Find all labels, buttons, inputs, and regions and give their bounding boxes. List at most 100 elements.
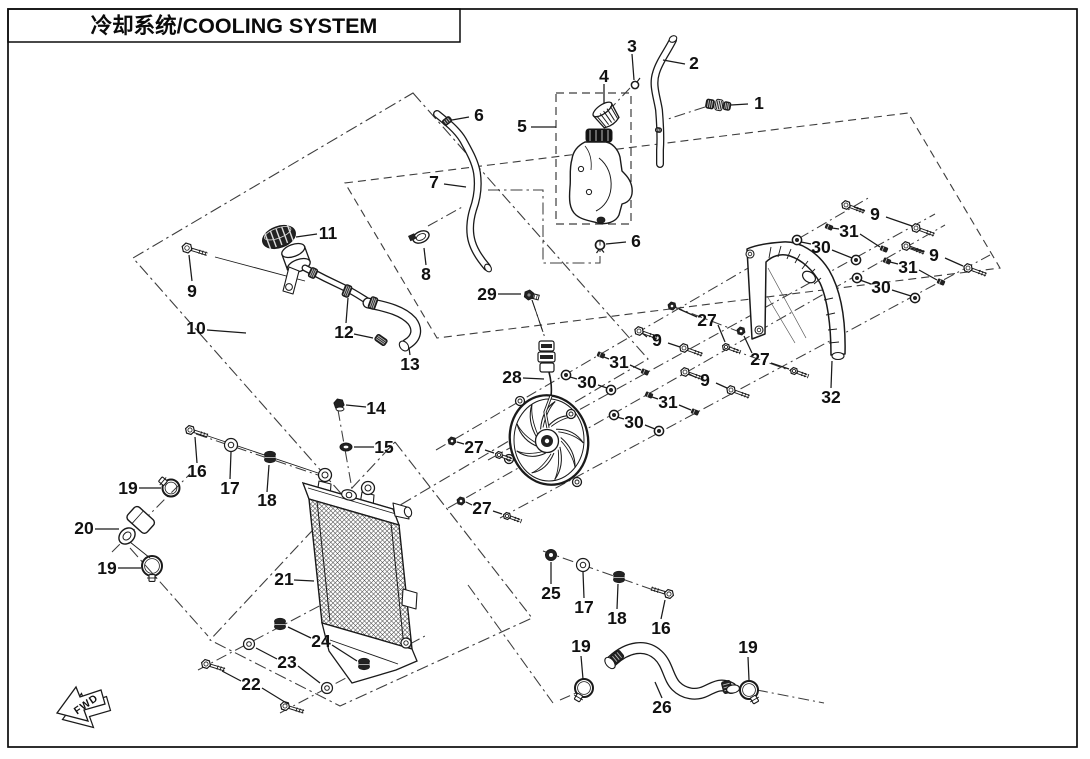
svg-text:17: 17 [574,597,593,617]
callout-12: 12 [334,297,374,342]
callout-18: 18 [607,583,627,628]
callout-19: 19 [571,636,591,680]
callout-18: 18 [257,464,277,510]
svg-text:18: 18 [257,490,277,510]
clamp-8-drawing [408,230,430,244]
svg-text:9: 9 [652,330,662,350]
page-title: 冷却系统/COOLING SYSTEM [91,13,378,38]
callout-1: 1 [730,93,764,113]
callout-17: 17 [220,451,240,498]
callout-23: 23 [255,647,321,684]
svg-text:31: 31 [898,257,918,277]
thermostat-hose-drawing [362,296,422,352]
reservoir-tank-drawing [568,128,633,225]
callout-28: 28 [502,367,545,387]
callout-2: 2 [662,53,699,73]
washer-15-drawing [339,442,353,452]
callout-9: 9 [641,330,681,350]
callout-10: 10 [186,318,247,338]
right-mount-fasteners [545,549,675,600]
fwd-arrow-shape [55,685,106,722]
svg-text:25: 25 [541,583,561,603]
svg-text:27: 27 [750,349,769,369]
svg-text:19: 19 [97,558,117,578]
svg-text:31: 31 [658,392,678,412]
fan-connector-drawing [537,340,556,429]
callout-16: 16 [187,436,207,481]
radiator-drawing [301,467,418,684]
callout-27: 27 [743,335,790,370]
callout-9: 9 [187,254,197,301]
svg-text:18: 18 [607,608,627,628]
svg-text:6: 6 [474,105,484,125]
svg-text:17: 17 [220,478,239,498]
callout-16: 16 [651,599,671,638]
reservoir-hose-drawing [433,110,492,273]
callout-9: 9 [688,370,728,390]
svg-text:19: 19 [738,637,758,657]
svg-text:31: 31 [839,221,859,241]
filler-neck-drawing [281,242,373,306]
svg-text:29: 29 [477,284,497,304]
callout-6: 6 [605,231,641,251]
callout-25: 25 [541,562,561,603]
callout-8: 8 [421,247,431,284]
svg-text:27: 27 [464,437,483,457]
callout-30: 30 [569,372,608,392]
callout-19: 19 [738,637,758,681]
svg-text:15: 15 [374,437,394,457]
callout-19: 19 [97,558,141,578]
water-pipe-20 [118,476,181,582]
callout-3: 3 [627,36,637,81]
hose-clamp-19c [573,678,594,703]
svg-text:11: 11 [319,223,338,243]
svg-text:16: 16 [187,461,207,481]
svg-text:19: 19 [118,478,138,498]
clip-3-drawing [630,77,641,90]
svg-text:26: 26 [652,697,672,717]
callout-labels: 1234566789101112131415161718192019212223… [74,36,964,717]
svg-text:24: 24 [311,631,331,651]
callout-27: 27 [678,308,726,343]
callout-11: 11 [295,223,338,243]
drawing-border [7,8,1078,748]
callout-22: 22 [221,670,289,705]
svg-text:28: 28 [502,367,522,387]
callout-30: 30 [859,277,912,297]
callout-19: 19 [118,478,161,498]
radiator-mount-fasteners [200,617,370,714]
callout-31: 31 [889,257,938,281]
callout-6: 6 [451,105,484,125]
callout-9: 9 [910,245,964,267]
callout-32: 32 [821,360,841,407]
callout-27: 27 [465,498,503,518]
svg-text:6: 6 [631,231,641,251]
callout-7: 7 [429,172,467,192]
callout-26: 26 [652,681,672,717]
svg-text:9: 9 [700,370,710,390]
callout-24: 24 [287,626,358,662]
svg-text:31: 31 [609,352,629,372]
lower-hose-drawing [604,642,740,700]
callout-31: 31 [603,352,642,372]
hose-clamp-19d [739,680,760,705]
callout-5: 5 [517,116,556,136]
svg-text:30: 30 [871,277,891,297]
svg-text:23: 23 [277,652,297,672]
svg-text:19: 19 [571,636,591,656]
callout-17: 17 [574,571,594,617]
svg-text:32: 32 [821,387,841,407]
callout-9: 9 [853,204,913,227]
small-fasteners [447,200,987,524]
left-mount-fasteners [184,424,319,474]
svg-text:12: 12 [334,322,354,342]
svg-text:3: 3 [627,36,637,56]
svg-text:4: 4 [599,66,609,86]
callout-20: 20 [74,518,119,538]
svg-text:1: 1 [754,93,764,113]
callout-30: 30 [800,237,853,259]
callout-29: 29 [477,284,521,304]
svg-text:14: 14 [366,398,386,418]
